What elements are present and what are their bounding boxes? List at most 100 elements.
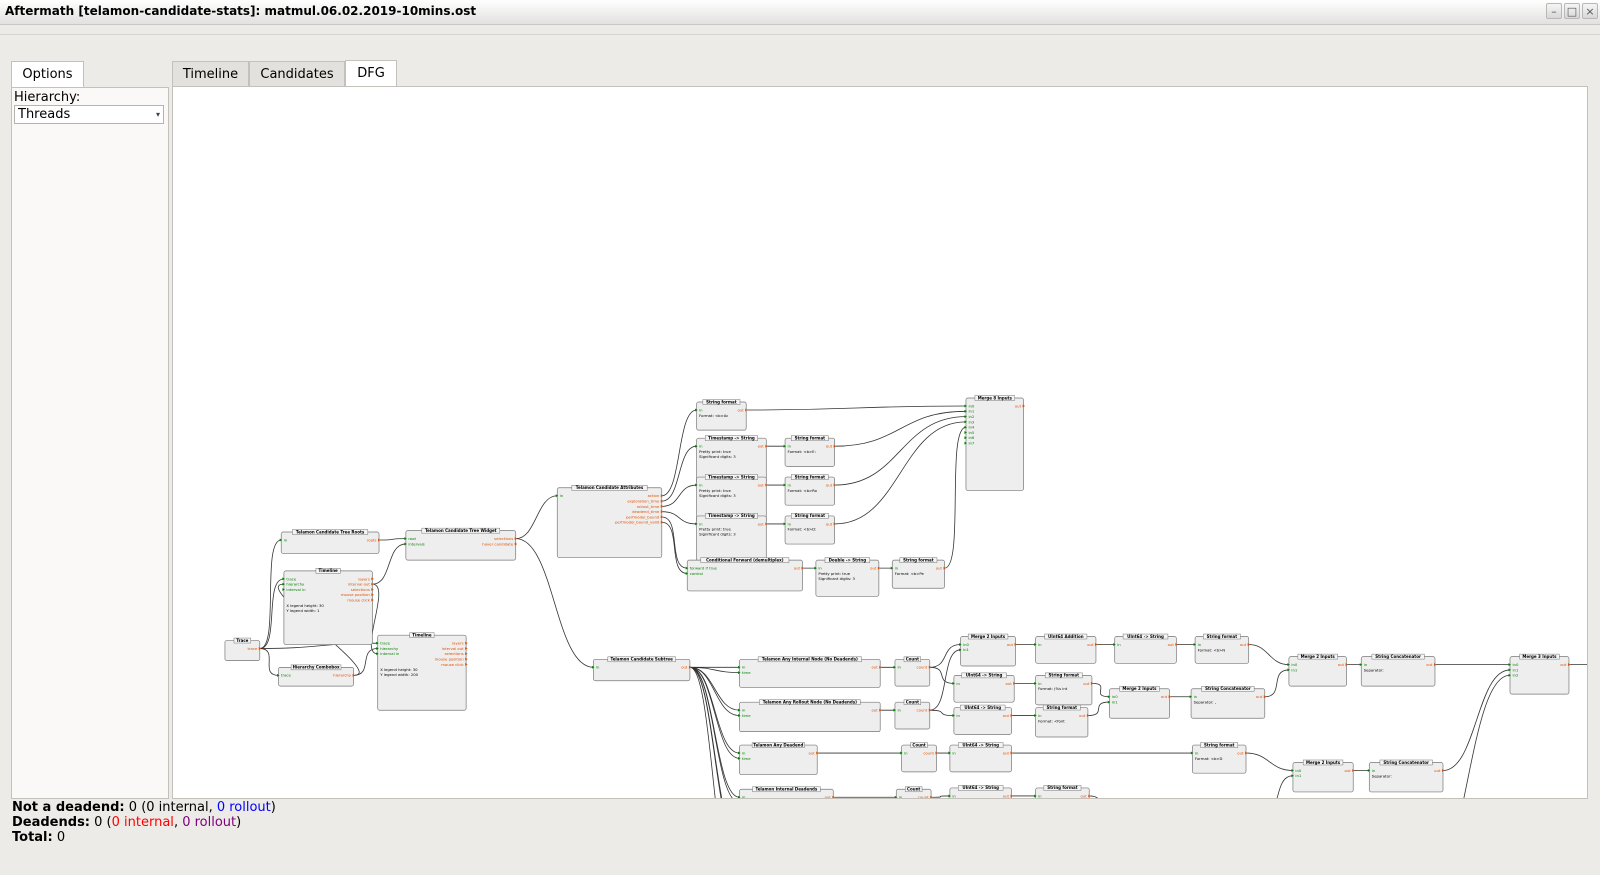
dfg-output-port[interactable]: [660, 515, 664, 519]
dfg-output-port[interactable]: [1245, 751, 1248, 755]
dfg-input-port[interactable]: [695, 483, 698, 487]
dfg-input-port[interactable]: [783, 522, 787, 526]
tab-candidates[interactable]: Candidates: [249, 61, 345, 87]
dfg-output-port[interactable]: [371, 593, 374, 597]
dfg-output-port[interactable]: [1247, 643, 1251, 647]
dfg-input-port[interactable]: [890, 566, 894, 570]
dfg-node[interactable]: Telamon Internal Deadendsintimeout: [738, 786, 835, 820]
dfg-input-port[interactable]: [279, 538, 283, 542]
dfg-output-port[interactable]: [1010, 751, 1014, 755]
dfg-output-port[interactable]: [765, 444, 768, 448]
dfg-output-port[interactable]: [833, 444, 837, 448]
dfg-output-port[interactable]: [928, 665, 932, 669]
dfg-output-port[interactable]: [801, 566, 804, 570]
dfg-node[interactable]: Telamon Candidate Tree Widgetrootinterva…: [404, 527, 518, 561]
dfg-input-port[interactable]: [814, 566, 817, 570]
dfg-input-port[interactable]: [964, 420, 967, 424]
dfg-output-port[interactable]: [465, 657, 468, 661]
dfg-output-port[interactable]: [371, 577, 374, 581]
dfg-input-port[interactable]: [964, 431, 967, 434]
dfg-output-port[interactable]: [660, 494, 664, 498]
dfg-node[interactable]: Telamon Any Internal Node (No Deadends)i…: [738, 656, 882, 688]
dfg-output-port[interactable]: [1094, 643, 1098, 647]
dfg-input-port[interactable]: [282, 582, 285, 586]
dfg-input-port[interactable]: [964, 425, 967, 429]
dfg-output-port[interactable]: [371, 582, 374, 586]
dfg-input-port[interactable]: [376, 641, 379, 645]
dfg-input-port[interactable]: [893, 665, 896, 669]
dfg-output-port[interactable]: [1090, 681, 1094, 685]
dfg-input-port[interactable]: [282, 577, 285, 581]
dfg-output-port[interactable]: [258, 647, 262, 651]
dfg-output-port[interactable]: [1263, 695, 1267, 699]
dfg-output-port[interactable]: [465, 641, 468, 645]
dfg-input-port[interactable]: [959, 648, 962, 652]
dfg-output-port[interactable]: [745, 408, 748, 412]
dfg-input-port[interactable]: [1034, 794, 1037, 798]
dfg-input-port[interactable]: [376, 652, 379, 656]
dfg-input-port[interactable]: [738, 671, 741, 675]
dfg-input-port[interactable]: [1034, 714, 1037, 718]
dfg-input-port[interactable]: [1287, 668, 1290, 672]
dfg-input-port[interactable]: [952, 681, 955, 685]
dfg-input-port[interactable]: [1508, 668, 1512, 672]
dfg-input-port[interactable]: [695, 444, 698, 448]
dfg-output-port[interactable]: [1022, 404, 1026, 408]
dfg-output-port[interactable]: [877, 566, 881, 570]
dfg-input-port[interactable]: [738, 708, 741, 712]
dfg-input-port[interactable]: [1034, 681, 1037, 685]
dfg-output-port[interactable]: [660, 520, 664, 524]
dfg-output-port[interactable]: [465, 652, 468, 656]
dfg-input-port[interactable]: [964, 441, 967, 445]
dfg-input-port[interactable]: [404, 537, 407, 541]
maximize-button[interactable]: □: [1564, 3, 1580, 19]
dfg-output-port[interactable]: [943, 566, 947, 570]
dfg-node[interactable]: Merge 8 Inputsin0in1in2in3in4in5in6in7ou…: [964, 395, 1026, 491]
dfg-input-port[interactable]: [1107, 700, 1111, 704]
dfg-input-port[interactable]: [738, 665, 741, 669]
dfg-input-port[interactable]: [948, 794, 951, 798]
dfg-output-port[interactable]: [1442, 768, 1445, 772]
dfg-output-port[interactable]: [1010, 714, 1014, 718]
dfg-output-port[interactable]: [1345, 663, 1349, 667]
tab-timeline[interactable]: Timeline: [172, 61, 249, 87]
dfg-output-port[interactable]: [935, 751, 938, 755]
dfg-output-port[interactable]: [660, 499, 664, 503]
dfg-output-port[interactable]: [1014, 643, 1018, 647]
dfg-node[interactable]: Conditional Forward (demultiplex)forward…: [685, 557, 804, 592]
dfg-input-port[interactable]: [893, 708, 896, 712]
dfg-input-port[interactable]: [738, 756, 741, 760]
dfg-input-port[interactable]: [964, 415, 967, 419]
dfg-input-port[interactable]: [1291, 774, 1294, 778]
dfg-input-port[interactable]: [695, 522, 698, 526]
dfg-input-port[interactable]: [376, 646, 379, 650]
dfg-output-port[interactable]: [378, 538, 381, 542]
dfg-output-port[interactable]: [816, 751, 819, 755]
dfg-input-port[interactable]: [738, 751, 741, 755]
dfg-input-port[interactable]: [738, 713, 741, 717]
dfg-output-port[interactable]: [1013, 681, 1016, 685]
dfg-input-port[interactable]: [277, 673, 280, 677]
